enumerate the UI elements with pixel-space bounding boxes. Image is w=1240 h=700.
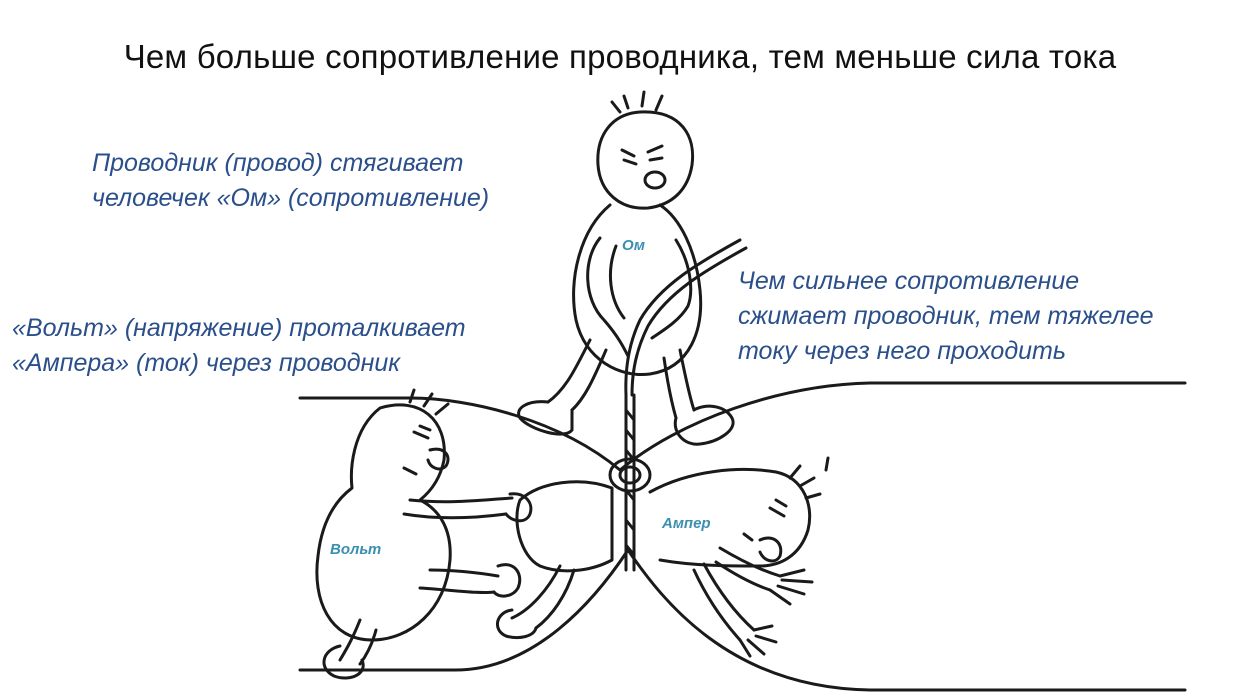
om-head	[596, 110, 695, 210]
om-arm	[586, 236, 630, 358]
character-om	[517, 90, 735, 446]
character-amper	[496, 456, 830, 658]
om-left-leg	[546, 338, 608, 412]
caption-conductor-line-1: Проводник (провод) стягивает	[92, 149, 464, 177]
caption-resistance-line-3: току через него проходить	[738, 337, 1067, 365]
caption-volt-line-1: «Вольт» (напряжение) проталкивает	[12, 314, 466, 342]
conductor-outline	[298, 381, 1187, 692]
om-right-foot	[673, 404, 735, 446]
volt-back-foot	[322, 644, 365, 680]
caption-conductor: Проводник (провод) стягивает человечек «…	[92, 146, 489, 216]
rope	[608, 238, 748, 572]
volt-foot	[492, 563, 522, 598]
caption-conductor-line-2: человечек «Ом» (сопротивление)	[92, 184, 490, 212]
amper-arm-2	[692, 562, 756, 642]
volt-back-leg	[338, 618, 378, 666]
amper-hand-2	[738, 624, 778, 658]
volt-hand	[504, 492, 533, 523]
label-amper: Ампер	[661, 515, 711, 532]
caption-volt-line-2: «Ампера» (ток) через проводник	[12, 349, 401, 377]
om-left-foot	[517, 400, 574, 436]
character-volt	[315, 388, 533, 680]
amper-arm-1	[714, 546, 782, 592]
om-mouth	[643, 170, 667, 190]
conductor-top-edge	[298, 381, 1187, 472]
caption-resistance-line-1: Чем сильнее сопротивление	[738, 267, 1080, 295]
conductor-bottom-edge	[298, 548, 1187, 692]
amper-back-body	[515, 480, 614, 573]
amper-nose	[758, 536, 783, 563]
amper-front-body	[648, 468, 812, 568]
rope-knot	[608, 457, 652, 493]
volt-body	[315, 403, 452, 642]
om-right-arm	[650, 238, 693, 340]
om-right-leg	[662, 348, 696, 420]
caption-resistance: Чем сильнее сопротивление сжимает провод…	[738, 264, 1154, 369]
caption-resistance-line-2: сжимает проводник, тем тяжелее	[738, 302, 1154, 330]
amper-leg	[510, 564, 576, 630]
label-om: Ом	[622, 237, 645, 254]
volt-nose	[426, 447, 450, 471]
caption-volt: «Вольт» (напряжение) проталкивает «Ампер…	[12, 311, 466, 381]
amper-hand-1	[768, 568, 814, 606]
label-volt: Вольт	[330, 541, 381, 558]
amper-foot	[496, 608, 538, 640]
volt-leg	[418, 568, 500, 595]
volt-arm	[402, 496, 514, 520]
diagram-title: Чем больше сопротивление проводника, тем…	[123, 38, 1117, 75]
om-body	[572, 203, 703, 377]
